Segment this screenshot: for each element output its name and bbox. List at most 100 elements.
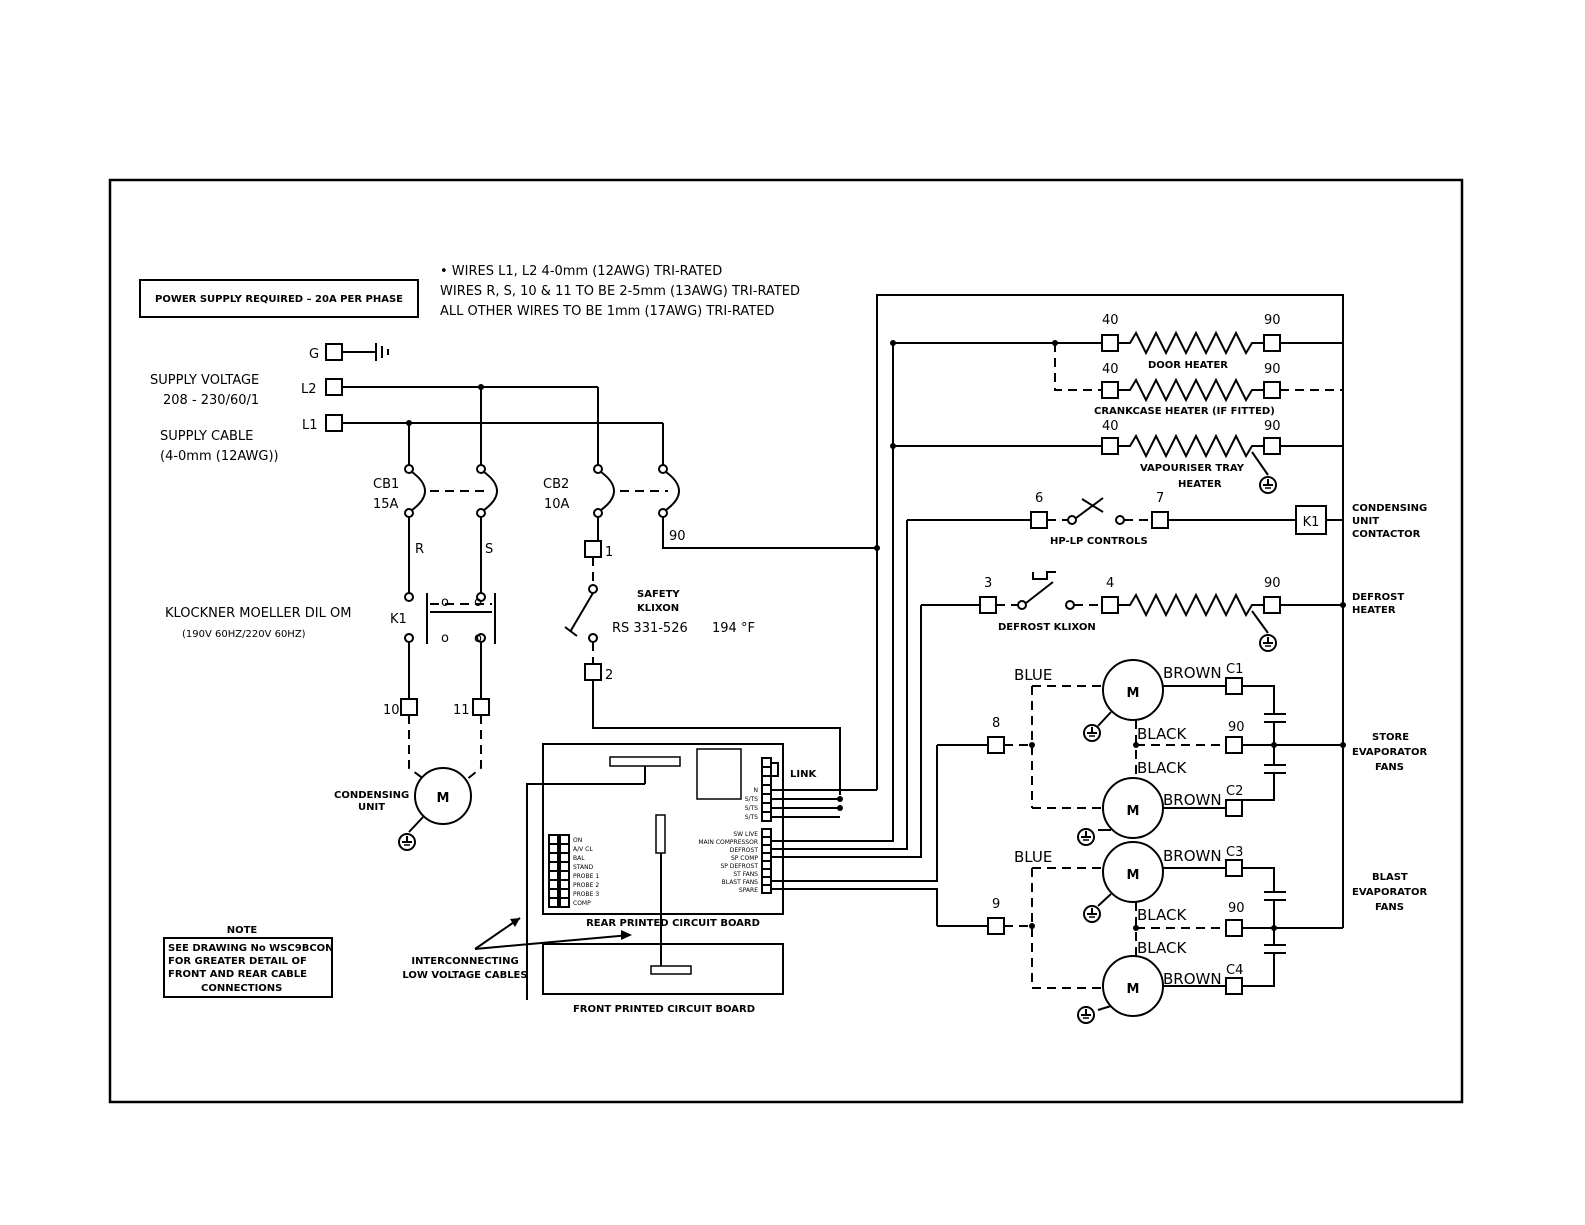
store-terminal-90: [1225, 736, 1243, 754]
svg-text:o: o: [441, 595, 449, 610]
cables-label-1: INTERCONNECTING: [411, 956, 518, 967]
wire-klixon-to-pcb: [592, 680, 841, 795]
klixon-terminal-1-label: 1: [605, 545, 613, 560]
store-brown-label-2: BROWN: [1163, 791, 1222, 809]
store-fan-motor-2-m: M: [1127, 804, 1140, 819]
store-brown-label-1: BROWN: [1163, 664, 1222, 682]
blast-fan-motor-2-m: M: [1127, 982, 1140, 997]
front-pcb: [542, 943, 784, 995]
store-terminal-90-label: 90: [1228, 720, 1245, 735]
door-heater-label-90: 90: [1264, 313, 1281, 328]
door-heater-label-40: 40: [1102, 313, 1119, 328]
svg-text:COMP: COMP: [573, 900, 591, 907]
note-box: [163, 937, 333, 998]
store-terminal-8-label: 8: [992, 716, 1000, 731]
rear-pcb: [542, 743, 784, 915]
svg-text:PROBE 2: PROBE 2: [573, 882, 599, 889]
terminal-11-label: 11: [453, 703, 470, 718]
wire-sw-live: [771, 343, 894, 842]
wire-note-3: ALL OTHER WIRES TO BE 1mm (17AWG) TRI-RA…: [440, 304, 774, 319]
vap-heater-label-40: 40: [1102, 419, 1119, 434]
blast-terminal-9-label: 9: [992, 897, 1000, 912]
note-line-3: FRONT AND REAR CABLE: [168, 969, 307, 980]
pcb-link-label: LINK: [790, 769, 817, 780]
svg-text:PROBE 1: PROBE 1: [573, 873, 599, 880]
store-ground-icon-1: [1083, 724, 1101, 742]
terminal-g-label: G: [309, 347, 319, 362]
defrost-terminal-3-label: 3: [984, 576, 992, 591]
hplp-terminal-7-label: 7: [1156, 491, 1164, 506]
svg-text:STAND: STAND: [573, 864, 594, 871]
blast-terminal-90-label: 90: [1228, 901, 1245, 916]
store-fan-motor-1-m: M: [1127, 686, 1140, 701]
crank-heater-terminal-90: [1263, 381, 1281, 399]
store-black-label-1: BLACK: [1137, 725, 1187, 743]
terminal-11: [472, 698, 490, 716]
terminal-l1-label: L1: [302, 418, 318, 433]
cables-label-2: LOW VOLTAGE CABLES: [402, 970, 527, 981]
crank-heater-label: CRANKCASE HEATER (IF FITTED): [1094, 406, 1275, 417]
wire-note-1: • WIRES L1, L2 4-0mm (12AWG) TRI-RATED: [440, 264, 722, 279]
k1-side-label-2: UNIT: [1352, 516, 1379, 527]
defrost-terminal-4-label: 4: [1106, 576, 1114, 591]
supply-cable-label: SUPPLY CABLE: [160, 429, 253, 444]
vap-heater-resistor: [1118, 433, 1264, 459]
hplp-terminal-7: [1151, 511, 1169, 529]
store-terminal-c1: [1225, 677, 1243, 695]
blast-c3-label: C3: [1226, 845, 1243, 860]
blast-brown-label-1: BROWN: [1163, 847, 1222, 865]
door-heater-terminal-90: [1263, 334, 1281, 352]
cb1-rating: 15A: [373, 497, 399, 512]
contactor-title: KLOCKNER MOELLER DIL OM: [165, 606, 351, 621]
note-line-2: FOR GREATER DETAIL OF: [168, 956, 307, 967]
vap-heater-label-1: VAPOURISER TRAY: [1140, 463, 1245, 474]
door-heater-terminal-40: [1101, 334, 1119, 352]
blast-black-label-2: BLACK: [1137, 939, 1187, 957]
blast-side-label-3: FANS: [1375, 902, 1404, 913]
svg-text:SPARE: SPARE: [739, 887, 758, 894]
terminal-l1: [325, 414, 343, 432]
crank-heater-resistor: [1118, 377, 1264, 403]
store-fan-motor-1: [1102, 659, 1164, 721]
svg-text:S/TS: S/TS: [745, 805, 758, 812]
wire-defrost: [771, 605, 922, 858]
svg-text:o: o: [441, 631, 449, 646]
svg-text:SP DEFROST: SP DEFROST: [720, 863, 758, 870]
terminal-l2-label: L2: [301, 382, 317, 397]
blast-side-label-1: BLAST: [1372, 872, 1408, 883]
store-c2-label: C2: [1226, 784, 1243, 799]
k1-coil-label: K1: [1303, 515, 1320, 530]
blast-fan-motor-1-m: M: [1127, 868, 1140, 883]
wire-r-label: R: [415, 542, 424, 557]
blast-side-label-2: EVAPORATOR: [1352, 887, 1427, 898]
front-pcb-label: FRONT PRINTED CIRCUIT BOARD: [573, 1004, 755, 1015]
crank-heater-label-40: 40: [1102, 362, 1119, 377]
svg-text:ON: ON: [573, 837, 582, 844]
pcb-right-pins: [761, 828, 772, 894]
power-supply-text: POWER SUPPLY REQUIRED – 20A PER PHASE: [155, 294, 403, 305]
ground-icon: [398, 833, 416, 851]
note-line-1: SEE DRAWING No WSC9BCON: [168, 943, 334, 954]
supply-voltage-label: SUPPLY VOLTAGE: [150, 373, 259, 388]
vap-heater-terminal-90: [1263, 437, 1281, 455]
hplp-label: HP-LP CONTROLS: [1050, 536, 1148, 547]
contactor-k1: [426, 593, 496, 644]
door-heater-resistor: [1118, 330, 1264, 356]
wire-main-compressor: [771, 520, 908, 850]
blast-terminal-9: [987, 917, 1005, 935]
note-line-4: CONNECTIONS: [201, 983, 282, 994]
wire-90-live: [662, 517, 877, 549]
cb2-terminal-90: 90: [669, 529, 686, 544]
defrost-side-label-2: HEATER: [1352, 605, 1396, 616]
vap-ground-icon: [1259, 476, 1277, 494]
blast-black-label-1: BLACK: [1137, 906, 1187, 924]
condensing-unit-motor: [414, 767, 472, 825]
cables-arrows: [474, 917, 631, 950]
klixon-terminal-2-label: 2: [605, 668, 613, 683]
door-heater-label: DOOR HEATER: [1148, 360, 1228, 371]
rear-pcb-label: REAR PRINTED CIRCUIT BOARD: [586, 918, 760, 929]
wire-note-2: WIRES R, S, 10 & 11 TO BE 2-5mm (13AWG) …: [440, 284, 800, 299]
k1-side-label-1: CONDENSING: [1352, 503, 1427, 514]
terminal-10-label: 10: [383, 703, 400, 718]
blast-terminal-c4: [1225, 977, 1243, 995]
